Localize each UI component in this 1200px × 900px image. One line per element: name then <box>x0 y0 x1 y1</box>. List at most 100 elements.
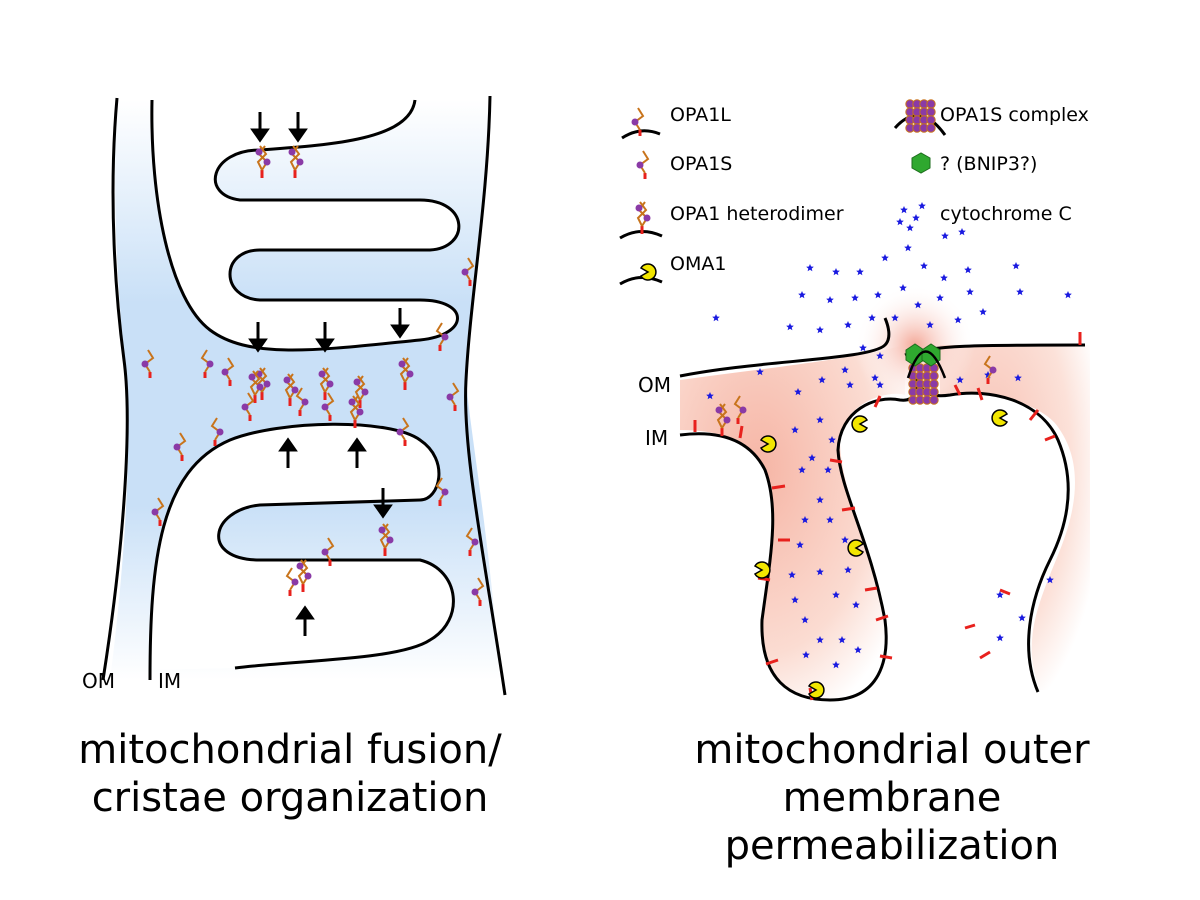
right-title-line-1: mitochondrial outer <box>694 727 1090 773</box>
opa1-molecule <box>396 417 410 446</box>
cytochrome-c-star <box>852 601 860 609</box>
right-heterodimer <box>715 403 731 436</box>
opa1-heterodimer <box>288 145 304 178</box>
opa1-heterodimer <box>283 373 299 406</box>
cytochrome-c-star <box>891 314 899 322</box>
cytochrome-c-star <box>788 571 796 579</box>
opa1s-complex-pore <box>905 343 947 405</box>
legend-label-opa1s-complex: OPA1S complex <box>940 104 1089 126</box>
oma1-protease <box>759 435 777 453</box>
cytochrome-c-star <box>914 301 922 309</box>
cytochrome-c-star <box>964 266 972 274</box>
cytochrome-c-star <box>832 591 840 599</box>
cytochrome-c-star <box>996 634 1004 642</box>
cytochrome-c-star <box>756 368 764 376</box>
cytochrome-c-star <box>940 274 948 282</box>
right-title-line-2: membrane permeabilization <box>724 775 1060 869</box>
opa1s-molecule <box>636 150 650 179</box>
fusion-arrow <box>315 322 335 353</box>
opa1-molecule <box>465 527 479 556</box>
cytochrome-c-star <box>824 466 832 474</box>
cytochrome-c-star <box>816 326 824 334</box>
bnip3-hexagon-icon <box>911 152 931 174</box>
cytochrome-c-star <box>1046 576 1054 584</box>
cytochrome-c-star <box>844 321 852 329</box>
cytochrome-c-star <box>808 454 816 462</box>
cytochrome-c-star <box>791 596 799 604</box>
cytochrome-c-star <box>868 314 876 322</box>
opa1-heterodimer <box>398 357 414 390</box>
cytochrome-c-star <box>798 291 806 299</box>
opa1-molecule <box>446 382 460 411</box>
left-outer-membrane <box>101 97 129 681</box>
opa1-molecule <box>295 387 309 416</box>
legend-star <box>896 218 904 226</box>
legend-star <box>906 224 914 232</box>
right-im-label: IM <box>645 426 668 450</box>
cytochrome-c-star <box>791 426 799 434</box>
fusion-arrow <box>295 605 315 636</box>
opa1-molecule <box>321 392 335 421</box>
left-opa1-molecules <box>141 145 485 606</box>
legend-item-bnip3: ? (BNIP3?) <box>911 152 1037 175</box>
left-matrix <box>151 100 459 350</box>
cytochrome-c-star <box>996 591 1004 599</box>
opa1-molecule <box>733 395 747 424</box>
opa1l-molecule <box>631 107 645 136</box>
cytochrome-c-star <box>958 228 966 236</box>
cytochrome-c-star <box>706 392 714 400</box>
opa1-molecule <box>435 322 449 351</box>
opa1-molecule <box>210 417 224 446</box>
legend-label-oma1: OMA1 <box>670 253 726 275</box>
left-panel-title: mitochondrial fusion/ cristae organizati… <box>40 726 540 822</box>
right-intermembrane-left <box>680 345 905 700</box>
oma1-legend-glyph <box>639 263 657 281</box>
cytochrome-c-star <box>816 496 824 504</box>
cytochrome-c-star <box>826 296 834 304</box>
right-panel-title: mitochondrial outer membrane permeabiliz… <box>612 726 1172 870</box>
legend-star <box>900 206 908 214</box>
cytochrome-c-star <box>966 288 974 296</box>
cytochrome-c-star <box>881 254 889 262</box>
right-intermembrane-right <box>940 345 1090 690</box>
cytochrome-c-star <box>926 321 934 329</box>
opa1-molecule <box>461 257 475 286</box>
cytochrome-c-star <box>876 381 884 389</box>
cytochrome-c-star <box>828 436 836 444</box>
right-opa1-molecules <box>715 355 997 436</box>
opa1-heterodimer <box>248 370 264 403</box>
cytochrome-c-star <box>936 294 944 302</box>
legend-label-bnip3: ? (BNIP3?) <box>940 153 1037 175</box>
cytochrome-c-star <box>899 284 907 292</box>
cytochrome-c-star <box>841 536 849 544</box>
cytochrome-c-star <box>794 388 802 396</box>
legend-item-opa1l: OPA1L <box>621 104 731 140</box>
right-inner-membrane-2 <box>916 377 1070 693</box>
cytochrome-c-star <box>876 352 884 360</box>
fusion-arrow <box>248 322 268 353</box>
cytochrome-c-star <box>859 344 867 352</box>
fusion-arrow <box>288 112 308 143</box>
right-outer-membrane-line <box>464 95 507 696</box>
left-matrix-lower <box>150 424 454 670</box>
left-inner-membrane-upper <box>150 99 461 352</box>
cytochrome-c-star <box>844 566 852 574</box>
cytochrome-c-star <box>801 616 809 624</box>
oma1-protease <box>753 561 771 579</box>
cytochrome-c-star <box>841 366 849 374</box>
cytochrome-c-star <box>832 268 840 276</box>
legend: OPA1L OPA1S OPA1 heterodimer OMA1 OPA1S … <box>619 99 1089 286</box>
outer-membrane-permeabilization-panel: OM IM <box>638 228 1090 702</box>
legend-label-opa1-heterodimer: OPA1 heterodimer <box>670 203 844 225</box>
fusion-arrow <box>250 112 270 143</box>
legend-label-opa1s: OPA1S <box>670 153 732 175</box>
right-inner-membrane <box>679 377 918 702</box>
oma1-protease <box>991 409 1009 427</box>
opa1-heterodimer-icon <box>619 201 663 240</box>
cytochrome-c-star <box>1018 614 1026 622</box>
cytochrome-c-star <box>806 264 814 272</box>
cytochrome-c-star <box>796 541 804 549</box>
fusion-arrows <box>248 112 410 636</box>
cytochrome-c-star <box>818 376 826 384</box>
